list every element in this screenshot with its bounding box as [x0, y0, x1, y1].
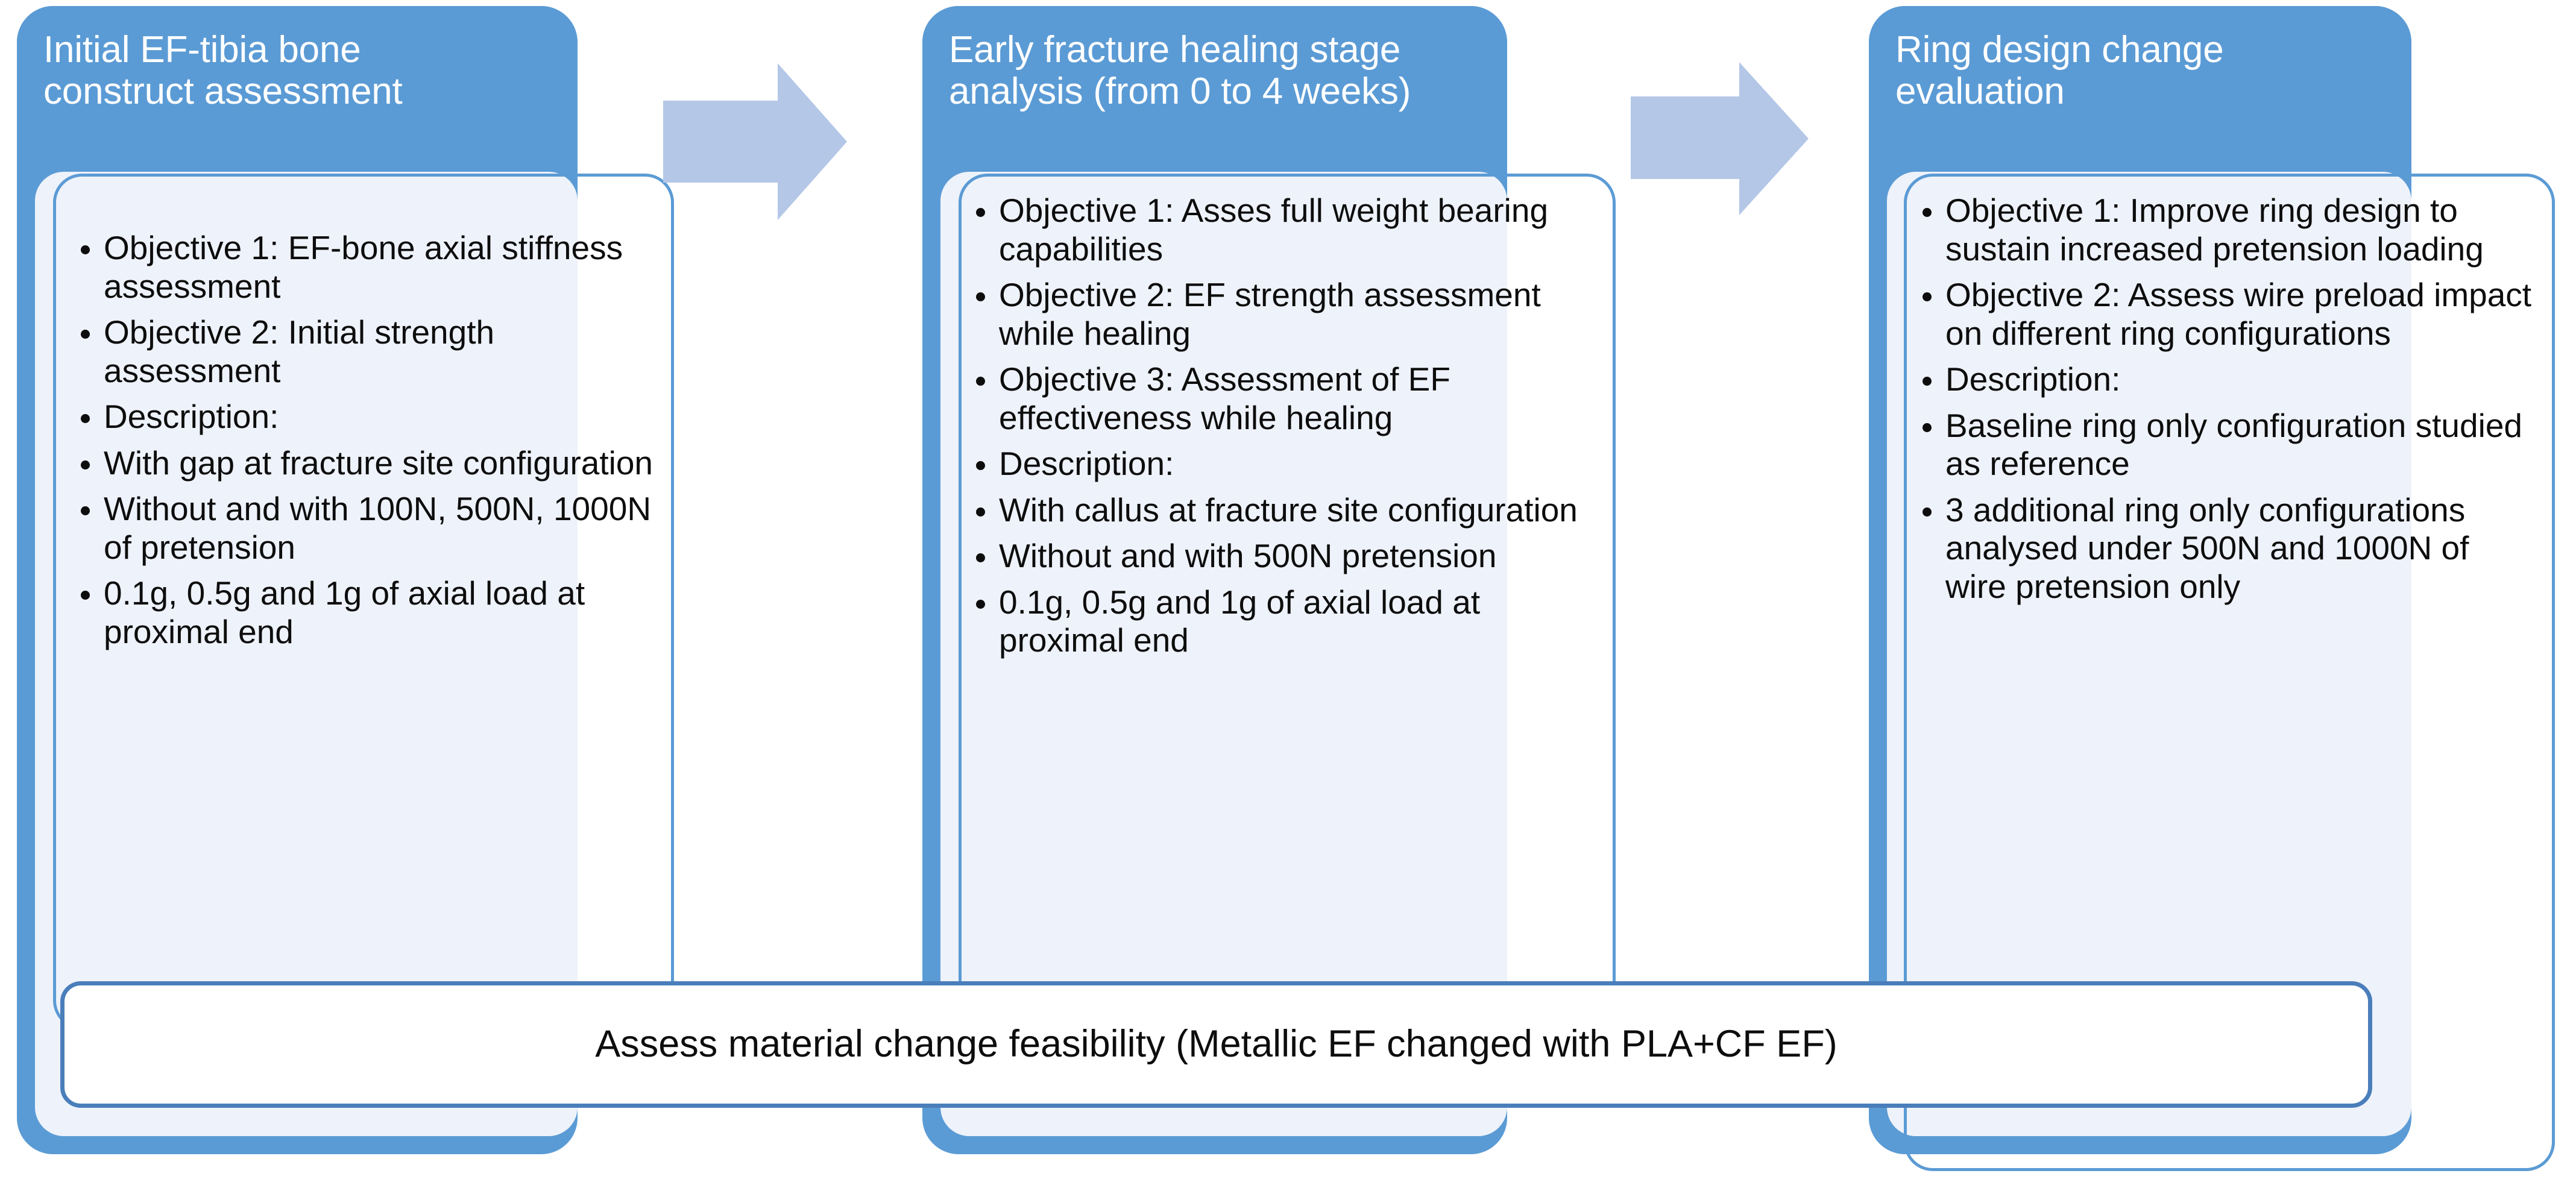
column-2-header: Early fracture healing stage analysis (f… — [922, 6, 1507, 181]
list-item: Objective 2: EF strength assessment whil… — [974, 276, 1604, 353]
column-3-card — [1904, 174, 2555, 1171]
column-3-title: Ring design change evaluation — [1895, 29, 2224, 113]
column-2-tint — [940, 172, 1507, 1136]
column-3-bullet-list: Objective 1: Improve ring design to sust… — [1920, 192, 2535, 614]
column-3-tint — [1887, 172, 2411, 1136]
column-1-header: Initial EF-tibia bone construct assessme… — [17, 6, 578, 181]
bottom-banner: Assess material change feasibility (Meta… — [60, 981, 2372, 1108]
list-item: Baseline ring only configuration studied… — [1920, 407, 2535, 483]
list-item: With callus at fracture site configurati… — [974, 491, 1604, 530]
column-3-header: Ring design change evaluation — [1869, 6, 2411, 181]
list-item: Objective 3: Assessment of EF effectiven… — [974, 360, 1604, 437]
list-item: Objective 1: Asses full weight bearing c… — [974, 192, 1604, 268]
bottom-banner-text: Assess material change feasibility (Meta… — [595, 1023, 1838, 1066]
flow-arrow-right-icon — [663, 60, 847, 223]
list-item: Description: — [78, 398, 657, 436]
list-item: 0.1g, 0.5g and 1g of axial load at proxi… — [78, 574, 657, 651]
list-item: 0.1g, 0.5g and 1g of axial load at proxi… — [974, 583, 1604, 660]
column-1-bullet-list: Objective 1: EF-bone axial stiffness ass… — [78, 229, 657, 659]
list-item: Objective 1: Improve ring design to sust… — [1920, 192, 2535, 268]
column-1-title: Initial EF-tibia bone construct assessme… — [43, 29, 403, 113]
flow-arrow-right-icon — [1631, 60, 1809, 217]
list-item: 3 additional ring only configurations an… — [1920, 491, 2535, 606]
list-item: Objective 2: Assess wire preload impact … — [1920, 276, 2535, 353]
list-item: Description: — [1920, 360, 2535, 399]
column-2-bullet-list: Objective 1: Asses full weight bearing c… — [974, 192, 1604, 668]
list-item: Description: — [974, 445, 1604, 483]
list-item: With gap at fracture site configuration — [78, 444, 657, 483]
list-item: Objective 2: Initial strength assessment — [78, 313, 657, 390]
list-item: Objective 1: EF-bone axial stiffness ass… — [78, 229, 657, 306]
column-2-title: Early fracture healing stage analysis (f… — [949, 29, 1411, 113]
list-item: Without and with 500N pretension — [974, 537, 1604, 576]
list-item: Without and with 100N, 500N, 1000N of pr… — [78, 490, 657, 567]
column-1-tint — [35, 172, 578, 1136]
